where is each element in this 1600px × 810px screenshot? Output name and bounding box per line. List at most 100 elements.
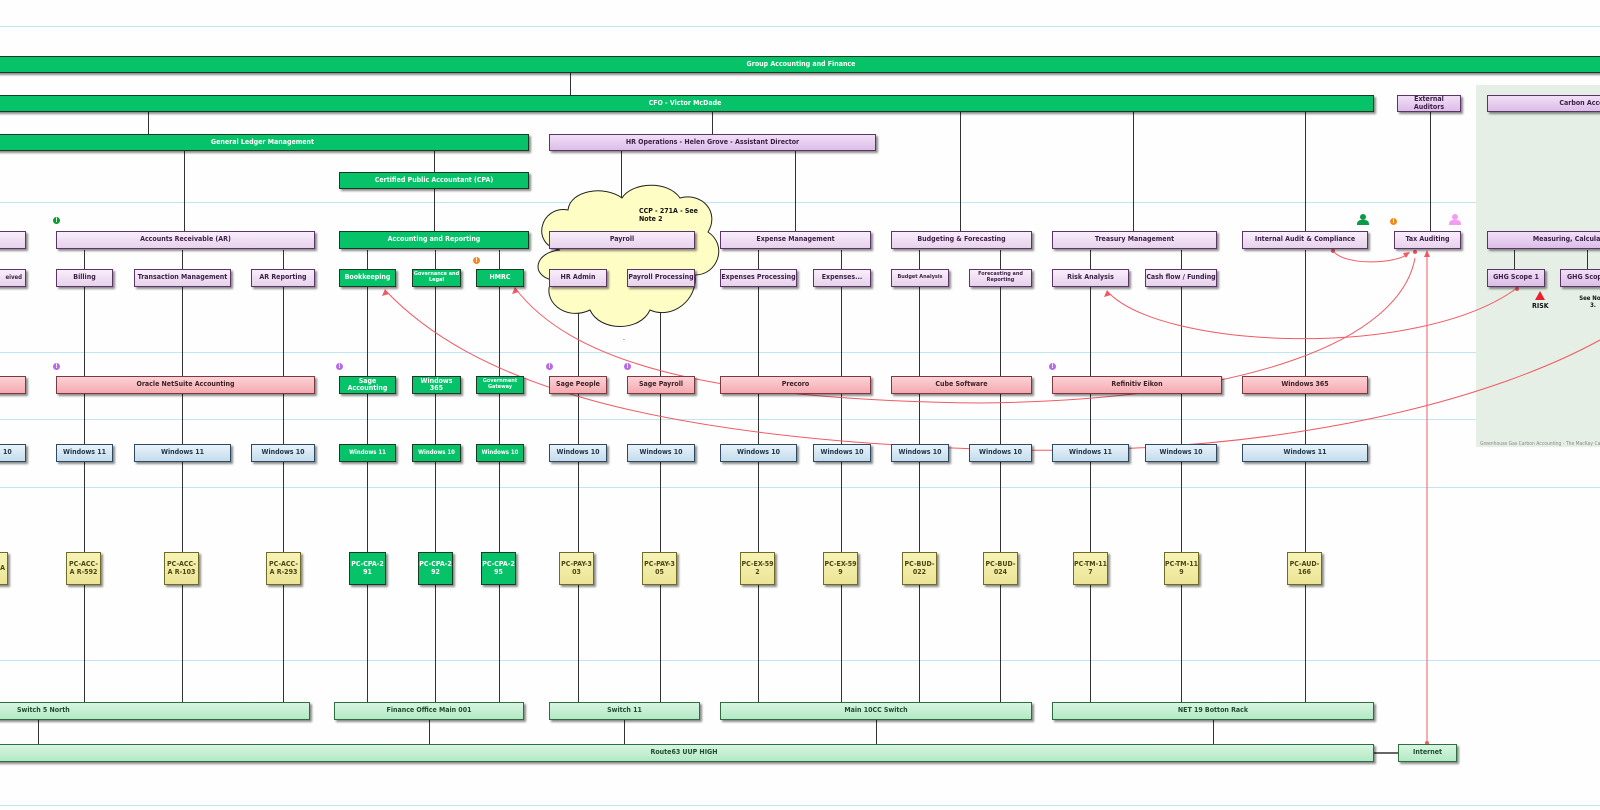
cfo-box[interactable]: CFO - Victor McDade [0, 95, 1374, 112]
device-box[interactable]: PC-TM-11 7 [1073, 552, 1108, 585]
department-box[interactable] [0, 231, 26, 249]
application-box[interactable]: Sage Accounting [339, 376, 396, 394]
connector [621, 151, 622, 233]
function-box[interactable]: Cash flow / Funding [1145, 269, 1217, 287]
department-box[interactable]: Payroll [549, 231, 695, 249]
application-box[interactable]: Refinitiv Eikon [1052, 376, 1222, 394]
function-box[interactable]: Transaction Management [134, 269, 231, 287]
general-ledger[interactable]: General Ledger Management [0, 134, 529, 151]
flow-arrow [514, 257, 1416, 404]
device-box[interactable]: PC-ACC-A R-293 [266, 552, 301, 585]
device-box[interactable]: PC-TM-11 9 [1164, 552, 1199, 585]
lane-divider [0, 487, 1600, 488]
carbon-accounting[interactable]: Carbon Accou [1487, 95, 1600, 112]
os-box[interactable]: Windows 10 [476, 444, 524, 462]
function-box[interactable]: HR Admin [549, 269, 607, 287]
device-box[interactable]: PC-BUD- 022 [902, 552, 937, 585]
flow-arrow [1332, 250, 1409, 263]
os-box[interactable]: Windows 10 [891, 444, 949, 462]
application-box[interactable]: Windows 365 [1242, 376, 1368, 394]
os-box[interactable]: Windows 10 [720, 444, 797, 462]
os-box[interactable]: Windows 11 [56, 444, 113, 462]
function-box[interactable]: Bookkeeping [339, 269, 396, 287]
device-box[interactable]: PC-CPA-2 91 [349, 552, 386, 585]
info-badge-icon: ! [53, 363, 60, 370]
department-box[interactable]: Tax Auditing [1394, 231, 1461, 249]
function-box[interactable]: Billing [56, 269, 113, 287]
network-switch[interactable]: Main 10CC Switch [720, 702, 1032, 720]
application-box[interactable]: Oracle NetSuite Accounting [56, 376, 315, 394]
device-box[interactable]: PC-CPA-2 95 [481, 552, 516, 585]
function-box[interactable]: GHG Scope 1 [1487, 269, 1545, 287]
os-box[interactable]: Windows 11 [1052, 444, 1129, 462]
application-box[interactable]: Sage People [549, 376, 607, 394]
router-box[interactable]: Route63 UUP HIGH [0, 744, 1374, 762]
department-box[interactable]: Treasury Management [1052, 231, 1217, 249]
os-box[interactable]: 10 [0, 444, 26, 462]
function-box[interactable]: Risk Analysis [1052, 269, 1129, 287]
function-box[interactable]: AR Reporting [251, 269, 315, 287]
os-box[interactable]: Windows 10 [251, 444, 315, 462]
os-box[interactable]: Windows 10 [1145, 444, 1217, 462]
external-auditors[interactable]: External Auditors [1397, 95, 1461, 112]
group-accounting-finance[interactable]: Group Accounting and Finance [0, 56, 1600, 73]
device-box[interactable]: PC-PAY-3 05 [642, 552, 677, 585]
function-box[interactable]: eived [0, 269, 26, 287]
device-box[interactable]: -A [0, 552, 8, 585]
department-box[interactable]: Measuring, Calculatin [1487, 231, 1600, 249]
function-box[interactable]: Governance and Legal [412, 269, 461, 287]
network-switch[interactable]: Switch 11 [549, 702, 700, 720]
arrowhead [512, 287, 519, 294]
application-box[interactable]: Government Gateway [476, 376, 524, 394]
warning-badge-icon: ! [473, 257, 480, 264]
application-box[interactable]: Sage Payroll [627, 376, 695, 394]
ghg-zone [1476, 85, 1600, 447]
os-box[interactable]: Windows 10 [627, 444, 695, 462]
department-box[interactable]: Accounts Receivable (AR) [56, 231, 315, 249]
device-box[interactable]: PC-BUD- 024 [983, 552, 1018, 585]
network-switch[interactable]: Finance Office Main 001 [334, 702, 524, 720]
os-box[interactable]: Windows 11 [339, 444, 396, 462]
svg-text:-: - [623, 336, 625, 343]
lane-divider [0, 660, 1600, 661]
cpa-box[interactable]: Certified Public Accountant (CPA) [339, 172, 529, 189]
connector [148, 112, 149, 134]
device-box[interactable]: PC-CPA-2 92 [418, 552, 453, 585]
connector [1213, 720, 1214, 744]
device-box[interactable]: PC-EX-59 9 [823, 552, 858, 585]
function-box[interactable]: Payroll Processing [627, 269, 695, 287]
hr-operations[interactable]: HR Operations - Helen Grove - Assistant … [549, 134, 876, 151]
connector [570, 73, 571, 95]
device-box[interactable]: PC-ACC-A R-592 [66, 552, 101, 585]
function-box[interactable]: Budget Analysis [891, 269, 949, 287]
network-switch[interactable]: Switch 5 North [0, 702, 310, 720]
function-box[interactable]: Forecasting and Reporting [969, 269, 1032, 287]
os-box[interactable]: Windows 10 [412, 444, 461, 462]
department-box[interactable]: Accounting and Reporting [339, 231, 529, 249]
device-box[interactable]: PC-PAY-3 03 [559, 552, 594, 585]
connector [1374, 752, 1398, 754]
function-box[interactable]: GHG Scope [1560, 269, 1600, 287]
department-box[interactable]: Budgeting & Forecasting [891, 231, 1032, 249]
application-box[interactable] [0, 376, 26, 394]
flow-arrow [384, 289, 1600, 451]
os-box[interactable]: Windows 10 [813, 444, 871, 462]
os-box[interactable]: Windows 11 [134, 444, 231, 462]
application-box[interactable]: Cube Software [891, 376, 1032, 394]
department-box[interactable]: Internal Audit & Compliance [1242, 231, 1368, 249]
internet-box[interactable]: Internet [1398, 744, 1457, 762]
application-box[interactable]: Windows 365 [412, 376, 461, 394]
function-box[interactable]: Expenses... [813, 269, 871, 287]
device-box[interactable]: PC-ACC-A R-103 [164, 552, 199, 585]
device-box[interactable]: PC-AUD- 166 [1287, 552, 1322, 585]
function-box[interactable]: HMRC [476, 269, 524, 287]
network-switch[interactable]: NET 19 Botton Rack [1052, 702, 1374, 720]
os-box[interactable]: Windows 10 [549, 444, 607, 462]
device-box[interactable]: PC-EX-59 2 [740, 552, 775, 585]
os-box[interactable]: Windows 10 [969, 444, 1032, 462]
application-box[interactable]: Precoro [720, 376, 871, 394]
os-box[interactable]: Windows 11 [1242, 444, 1368, 462]
function-box[interactable]: Expenses Processing [720, 269, 797, 287]
department-box[interactable]: Expense Management [720, 231, 871, 249]
